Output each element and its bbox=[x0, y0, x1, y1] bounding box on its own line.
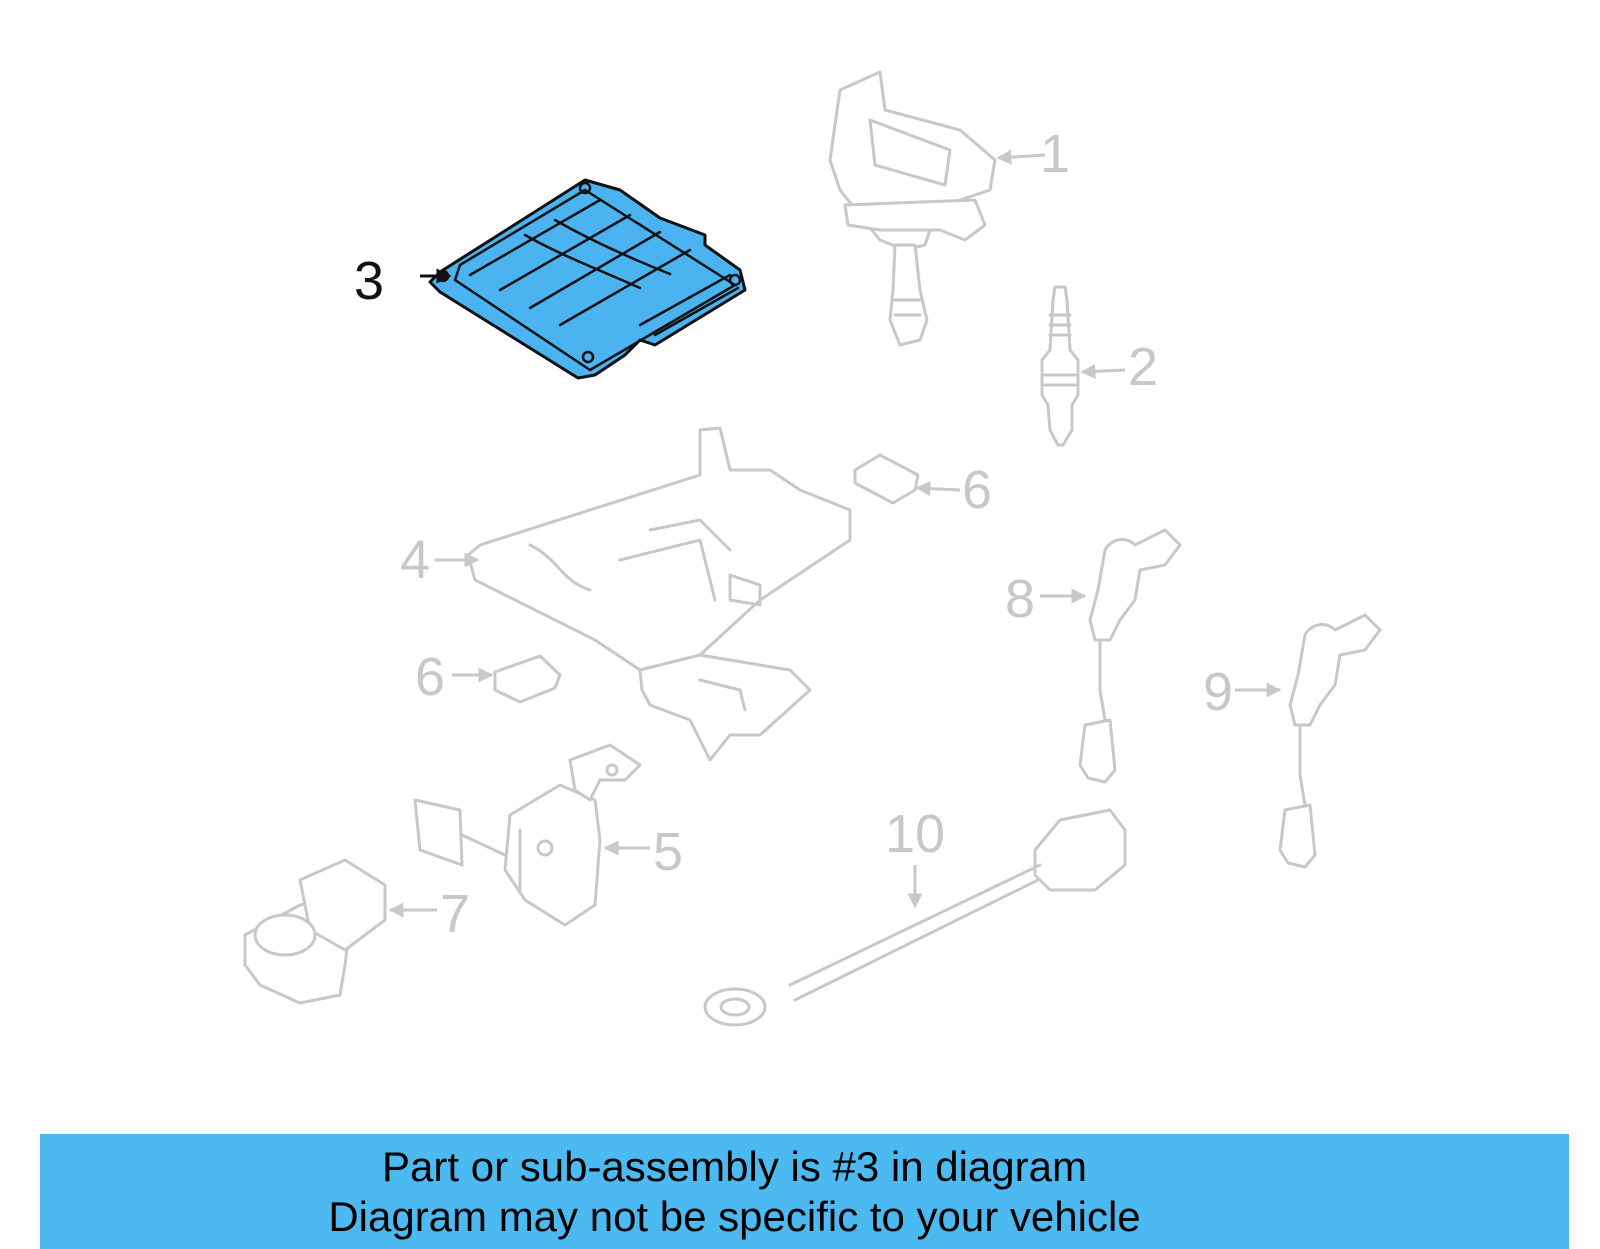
part-10-ground-cable[interactable] bbox=[703, 808, 1127, 1027]
callout-4[interactable]: 4 bbox=[400, 530, 430, 590]
callout-7[interactable]: 7 bbox=[440, 884, 470, 944]
part-2-spark-plug[interactable] bbox=[1040, 285, 1080, 447]
part-8-speed-sensor[interactable] bbox=[1078, 528, 1182, 784]
leader-6-upper bbox=[915, 481, 961, 497]
part-4-mounting-bracket[interactable] bbox=[466, 426, 852, 762]
leader-2 bbox=[1080, 363, 1126, 379]
callout-2[interactable]: 2 bbox=[1128, 337, 1158, 397]
part-6-chip-lower[interactable] bbox=[493, 654, 562, 704]
part-5-relay-bracket[interactable] bbox=[413, 743, 642, 927]
callout-10[interactable]: 10 bbox=[885, 804, 945, 864]
part-1-ignition-coil[interactable] bbox=[828, 70, 997, 347]
callout-6-upper[interactable]: 6 bbox=[962, 460, 992, 520]
leader-1 bbox=[996, 149, 1046, 165]
callout-6-lower[interactable]: 6 bbox=[415, 647, 445, 707]
banner-line-2: Diagram may not be specific to your vehi… bbox=[328, 1192, 1141, 1240]
callout-3[interactable]: 3 bbox=[354, 251, 384, 311]
part-6-chip-upper[interactable] bbox=[853, 453, 920, 505]
callout-9[interactable]: 9 bbox=[1203, 662, 1233, 722]
info-banner: Part or sub-assembly is #3 in diagram Di… bbox=[40, 1134, 1569, 1249]
part-9-speed-sensor[interactable] bbox=[1278, 613, 1382, 869]
callout-5[interactable]: 5 bbox=[653, 822, 683, 882]
part-7-sensor[interactable] bbox=[243, 858, 387, 1005]
callout-8[interactable]: 8 bbox=[1005, 569, 1035, 629]
callout-1[interactable]: 1 bbox=[1040, 124, 1070, 184]
part-3-ecu-module[interactable] bbox=[428, 178, 747, 380]
banner-line-1: Part or sub-assembly is #3 in diagram bbox=[382, 1142, 1087, 1190]
parts-diagram: 1 2 3 4 5 6 6 7 8 9 10 bbox=[243, 70, 1382, 1027]
